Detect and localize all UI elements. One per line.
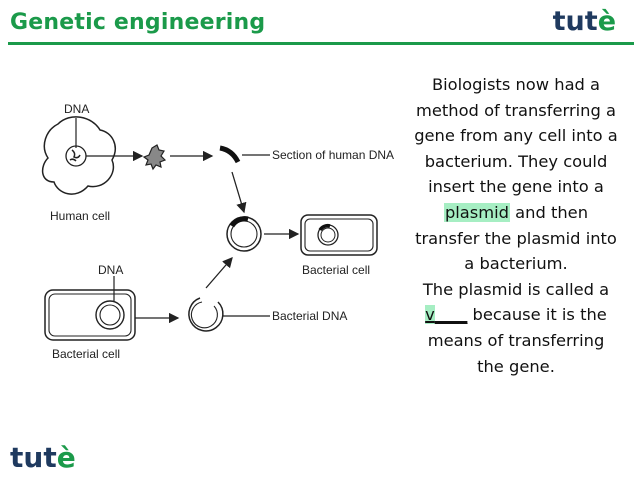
- human-chromosome: [69, 149, 81, 162]
- tute-logo-top: tutè: [552, 6, 616, 37]
- human-dna-section: [219, 145, 241, 164]
- tute-logo-bottom: tutè: [10, 441, 76, 474]
- bacterial-cell-left-label: Bacterial cell: [52, 347, 120, 361]
- explanation-part-4: because it is the means of transferring …: [427, 305, 607, 376]
- explanation-part-3: The plasmid is called a: [422, 279, 610, 299]
- highlight-plasmid: plasmid: [443, 202, 510, 222]
- human-cell: [41, 116, 116, 195]
- cut-bacterial-plasmid: [188, 297, 224, 332]
- bacterial-cell-right: [300, 214, 378, 256]
- genetic-engineering-diagram: DNA Human cell Section of human DNA Bact…: [41, 102, 394, 361]
- explanation-part-1: Biologists now had a method of transferr…: [414, 75, 618, 197]
- dna-label-bottom: DNA: [98, 263, 123, 277]
- title-underline: [8, 42, 634, 45]
- extracted-dna: [142, 144, 167, 171]
- fill-in-blank: v____: [425, 305, 468, 325]
- explanation-text: Biologists now had a method of transferr…: [414, 72, 618, 379]
- bacterial-dna-label: Bacterial DNA: [272, 309, 347, 323]
- blank-letter: v: [425, 305, 435, 325]
- dna-label-top: DNA: [64, 102, 89, 116]
- page-title: Genetic engineering: [10, 10, 266, 35]
- human-cell-nucleus: [65, 145, 87, 167]
- section-human-dna-label: Section of human DNA: [272, 148, 394, 162]
- explanation-part-2: and then transfer the plasmid into a bac…: [415, 202, 617, 274]
- human-cell-label: Human cell: [50, 209, 110, 223]
- bacterial-cell-left: [44, 289, 136, 341]
- blank-line: ____: [434, 305, 468, 325]
- bacterial-cell-right-label: Bacterial cell: [302, 263, 370, 277]
